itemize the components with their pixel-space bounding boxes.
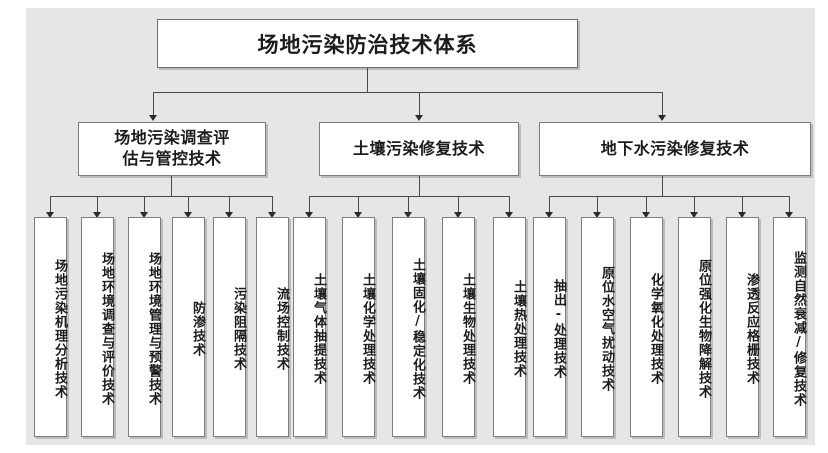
leaf-node[interactable]: 土壤生物处理技术	[442, 217, 475, 437]
connector-g2-leaf4-drop	[458, 196, 459, 214]
leaf-node[interactable]: 土壤化学处理技术	[342, 217, 375, 437]
arrowhead-branch1	[149, 115, 157, 121]
arrowhead-g1-leaf1	[46, 212, 54, 218]
connector-g1-leaf3-drop	[144, 196, 145, 214]
leaf-node[interactable]: 渗透反应格栅技术	[726, 217, 759, 437]
arrowhead-branch2	[415, 115, 423, 121]
leaf-node-label: 场地环境调查与评价技术	[99, 252, 114, 406]
branch-node-soil-label: 土壤污染修复技术	[352, 138, 485, 158]
connector-g3-stem	[662, 176, 663, 196]
leaf-node-label: 化学氧化处理技术	[648, 273, 663, 385]
arrowhead-g1-leaf5	[225, 212, 233, 218]
connector-g2-leaf5-drop	[509, 196, 510, 214]
leaf-node[interactable]: 原位水空气扰动技术	[581, 217, 614, 437]
arrowhead-g3-leaf5	[738, 212, 746, 218]
leaf-node-label: 场地污染机理分析技术	[52, 259, 67, 399]
arrowhead-g2-leaf3	[404, 212, 412, 218]
connector-g2-stem	[419, 176, 420, 196]
leaf-node[interactable]: 监测自然衰减/修复技术	[773, 217, 806, 437]
connector-root-stem	[367, 68, 368, 92]
arrowhead-g3-leaf1	[545, 212, 553, 218]
root-node[interactable]: 场地污染防治技术体系	[157, 19, 578, 68]
arrowhead-g3-leaf2	[593, 212, 601, 218]
branch-node-investigation-label: 场地污染调查评 估与管控技术	[114, 128, 230, 168]
connector-g1-leaf1-drop	[50, 196, 51, 214]
connector-g2-leaf1-drop	[309, 196, 310, 214]
connector-g3-leaf5-drop	[742, 196, 743, 214]
arrowhead-g3-leaf6	[785, 212, 793, 218]
leaf-node[interactable]: 土壤气体抽提技术	[293, 217, 326, 437]
connector-branch2-drop	[419, 92, 420, 117]
arrowhead-g1-leaf6	[268, 212, 276, 218]
connector-g1-stem	[171, 176, 172, 196]
arrowhead-branch3	[658, 115, 666, 121]
root-node-label: 场地污染防治技术体系	[257, 32, 478, 57]
arrowhead-g1-leaf2	[93, 212, 101, 218]
leaf-node-label: 监测自然衰减/修复技术	[791, 251, 806, 407]
branch-node-groundwater-label: 地下水污染修复技术	[600, 138, 750, 158]
leaf-node[interactable]: 抽出-处理技术	[533, 217, 566, 437]
leaf-node-label: 抽出-处理技术	[551, 279, 566, 379]
leaf-node-label: 土壤生物处理技术	[460, 273, 475, 385]
leaf-node[interactable]: 流场控制技术	[256, 217, 289, 437]
arrowhead-g2-leaf4	[454, 212, 462, 218]
arrowhead-g3-leaf3	[642, 212, 650, 218]
leaf-node[interactable]: 土壤固化/稳定化技术	[392, 217, 425, 437]
connector-g2-bus	[309, 196, 509, 197]
leaf-node[interactable]: 原位强化生物降解技术	[678, 217, 711, 437]
connector-g3-leaf2-drop	[597, 196, 598, 214]
connector-g3-leaf4-drop	[694, 196, 695, 214]
connector-branch1-drop	[153, 92, 154, 117]
leaf-node-label: 原位水空气扰动技术	[599, 266, 614, 392]
leaf-node[interactable]: 防渗技术	[172, 217, 205, 437]
connector-g1-leaf2-drop	[97, 196, 98, 214]
leaf-node-label: 场地环境管理与预警技术	[146, 252, 161, 406]
connector-branch3-drop	[662, 92, 663, 117]
arrowhead-g1-leaf4	[184, 212, 192, 218]
connector-g3-leaf1-drop	[549, 196, 550, 214]
leaf-node-label: 土壤气体抽提技术	[311, 273, 326, 385]
arrowhead-g3-leaf4	[690, 212, 698, 218]
arrowhead-g2-leaf1	[305, 212, 313, 218]
leaf-node[interactable]: 土壤热处理技术	[493, 217, 526, 437]
leaf-node-label: 土壤热处理技术	[511, 280, 526, 378]
branch-node-soil[interactable]: 土壤污染修复技术	[319, 122, 519, 176]
leaf-node[interactable]: 场地环境管理与预警技术	[128, 217, 161, 437]
arrowhead-g2-leaf2	[354, 212, 362, 218]
connector-g1-leaf4-drop	[188, 196, 189, 214]
leaf-node-label: 防渗技术	[190, 301, 205, 357]
connector-g3-leaf3-drop	[646, 196, 647, 214]
connector-g2-leaf2-drop	[358, 196, 359, 214]
leaf-node-label: 原位强化生物降解技术	[696, 259, 711, 399]
connector-g1-bus	[50, 196, 272, 197]
arrowhead-g1-leaf3	[140, 212, 148, 218]
leaf-node-label: 流场控制技术	[274, 287, 289, 371]
connector-g3-leaf6-drop	[789, 196, 790, 214]
arrowhead-g2-leaf5	[505, 212, 513, 218]
branch-node-investigation[interactable]: 场地污染调查评 估与管控技术	[78, 122, 266, 176]
leaf-node-label: 渗透反应格栅技术	[744, 273, 759, 385]
connector-level2-bus	[153, 92, 662, 93]
leaf-node-label: 土壤化学处理技术	[360, 273, 375, 385]
leaf-node-label: 土壤固化/稳定化技术	[410, 258, 425, 400]
leaf-node[interactable]: 污染阻隔技术	[213, 217, 246, 437]
connector-g3-bus	[549, 196, 789, 197]
leaf-node[interactable]: 场地环境调查与评价技术	[81, 217, 114, 437]
leaf-node[interactable]: 场地污染机理分析技术	[34, 217, 67, 437]
leaf-node[interactable]: 化学氧化处理技术	[630, 217, 663, 437]
branch-node-groundwater[interactable]: 地下水污染修复技术	[539, 122, 811, 176]
leaf-node-label: 污染阻隔技术	[231, 287, 246, 371]
connector-g2-leaf3-drop	[408, 196, 409, 214]
connector-g1-leaf6-drop	[272, 196, 273, 214]
connector-g1-leaf5-drop	[229, 196, 230, 214]
